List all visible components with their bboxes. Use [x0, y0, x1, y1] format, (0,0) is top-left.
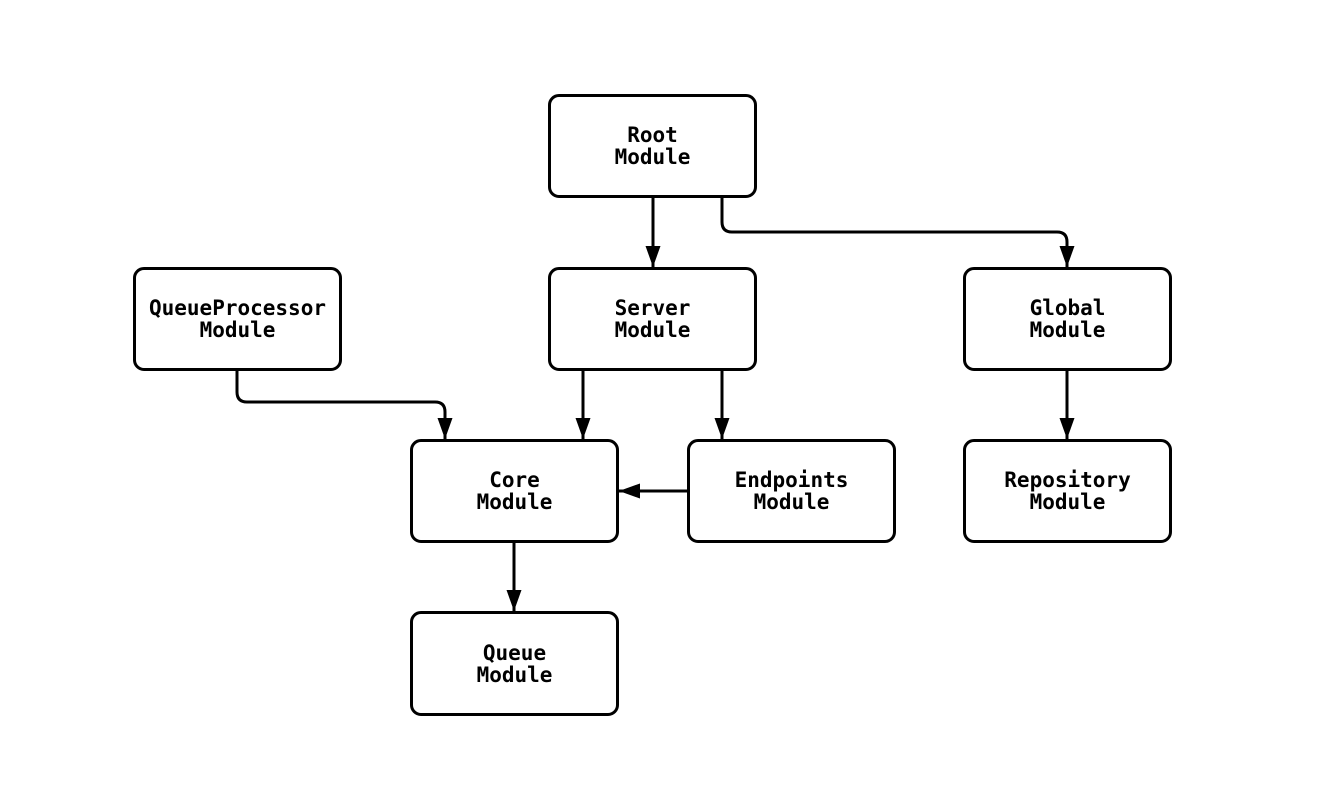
node-endpoints-module: Endpoints Module — [687, 439, 896, 543]
node-root-module: Root Module — [548, 94, 757, 198]
node-repository-module: Repository Module — [963, 439, 1172, 543]
edge-root-to-global — [720, 198, 1075, 267]
node-repository-module-label: Repository Module — [1004, 468, 1131, 514]
node-queue-module-label: Queue Module — [476, 640, 553, 687]
node-queueprocessor-module: QueueProcessor Module — [133, 267, 342, 371]
node-server-module: Server Module — [548, 267, 757, 371]
node-queue-module: Queue Module — [410, 611, 619, 716]
node-global-module-label: Global Module — [1029, 296, 1106, 342]
node-core-module: Core Module — [410, 439, 619, 543]
node-core-module-label: Core Module — [476, 468, 553, 514]
node-global-module: Global Module — [963, 267, 1172, 371]
edge-queueprocessor-to-core — [235, 371, 453, 439]
node-root-module-label: Root Module — [614, 123, 691, 169]
node-server-module-label: Server Module — [614, 296, 691, 342]
node-endpoints-module-label: Endpoints Module — [734, 468, 849, 514]
node-queueprocessor-module-label: QueueProcessor Module — [148, 296, 326, 342]
